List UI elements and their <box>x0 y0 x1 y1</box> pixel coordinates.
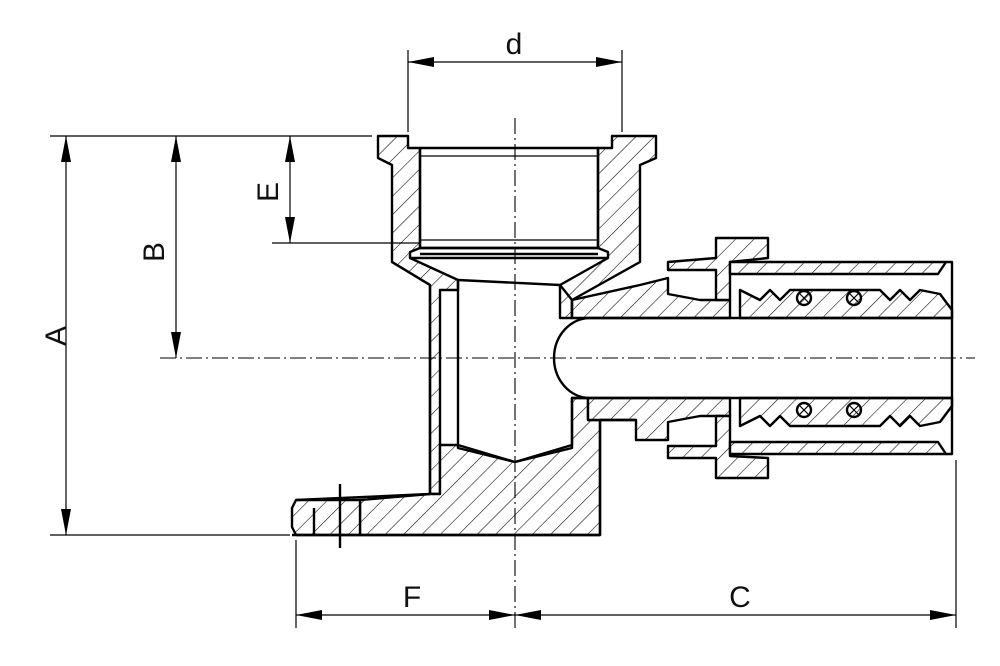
body-lower-flange <box>358 396 602 537</box>
flange-foot <box>290 498 362 537</box>
sleeve-lower <box>728 440 948 456</box>
socket-bore <box>418 146 600 250</box>
label-F: F <box>403 581 421 614</box>
label-C: C <box>729 581 751 614</box>
body-left-wall <box>376 134 460 496</box>
label-E: E <box>252 182 285 202</box>
insert-lower <box>738 396 954 428</box>
dimension-labels: A B E d F C <box>40 28 751 614</box>
insert-upper <box>738 288 954 320</box>
spigot-lower-wall <box>570 396 732 442</box>
label-B: B <box>138 242 171 262</box>
nut-upper <box>666 236 770 302</box>
label-A: A <box>40 326 73 346</box>
body-right-wall <box>558 134 658 320</box>
centre-lines <box>160 118 975 628</box>
sleeve-upper <box>728 260 948 276</box>
dimension-lines <box>50 50 957 628</box>
fitting-body <box>290 134 954 537</box>
o-rings <box>795 289 863 419</box>
label-d: d <box>506 28 523 61</box>
